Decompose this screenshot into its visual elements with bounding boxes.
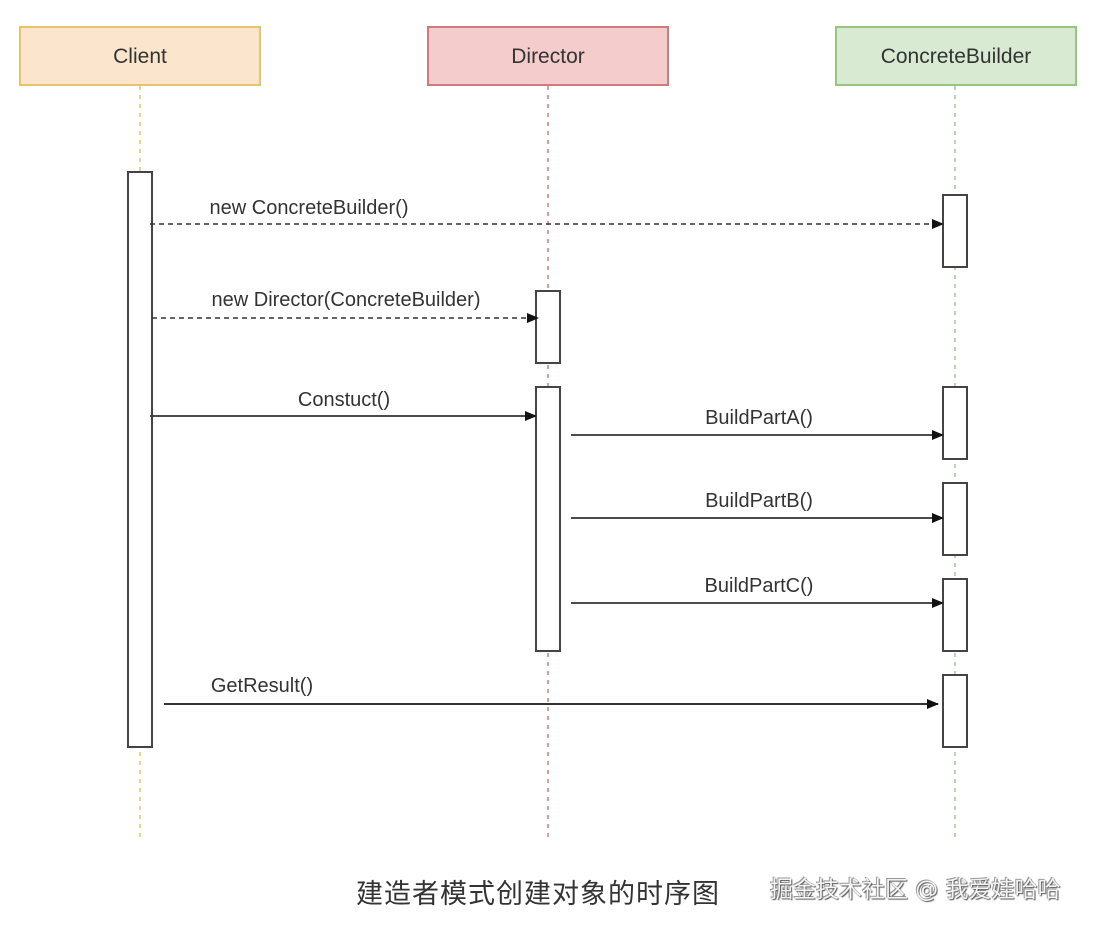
message-get-result: GetResult() — [164, 675, 939, 709]
activation-builder-3 — [942, 482, 968, 556]
participant-director: Director — [427, 26, 669, 86]
message-new-concrete-builder: new ConcreteBuilder() — [150, 197, 944, 229]
participant-builder-label: ConcreteBuilder — [881, 45, 1032, 68]
message-label: BuildPartB() — [705, 490, 813, 512]
message-construct: Constuct() — [150, 389, 537, 421]
message-label: BuildPartA() — [705, 407, 813, 429]
message-label: BuildPartC() — [705, 575, 814, 597]
participant-client-label: Client — [113, 45, 167, 68]
activation-builder-4 — [942, 578, 968, 652]
activation-director-1 — [535, 290, 561, 364]
activation-builder-5 — [942, 674, 968, 748]
message-new-director: new Director(ConcreteBuilder) — [152, 289, 539, 323]
participant-builder: ConcreteBuilder — [835, 26, 1077, 86]
activation-builder-2 — [942, 386, 968, 460]
message-build-part-a: BuildPartA() — [571, 407, 944, 440]
participant-client: Client — [19, 26, 261, 86]
activation-builder-1 — [942, 194, 968, 268]
message-label: new Director(ConcreteBuilder) — [212, 289, 481, 311]
message-build-part-c: BuildPartC() — [571, 575, 944, 608]
message-label: GetResult() — [211, 675, 313, 697]
message-build-part-b: BuildPartB() — [571, 490, 944, 523]
watermark: 掘金技术社区 @ 我爱娃哈哈 — [770, 877, 1061, 903]
message-label: Constuct() — [298, 389, 390, 411]
activation-director-2 — [535, 386, 561, 652]
message-label: new ConcreteBuilder() — [210, 197, 409, 219]
participant-director-label: Director — [511, 45, 585, 68]
diagram-caption: 建造者模式创建对象的时序图 — [356, 879, 720, 910]
activation-client — [127, 171, 153, 748]
